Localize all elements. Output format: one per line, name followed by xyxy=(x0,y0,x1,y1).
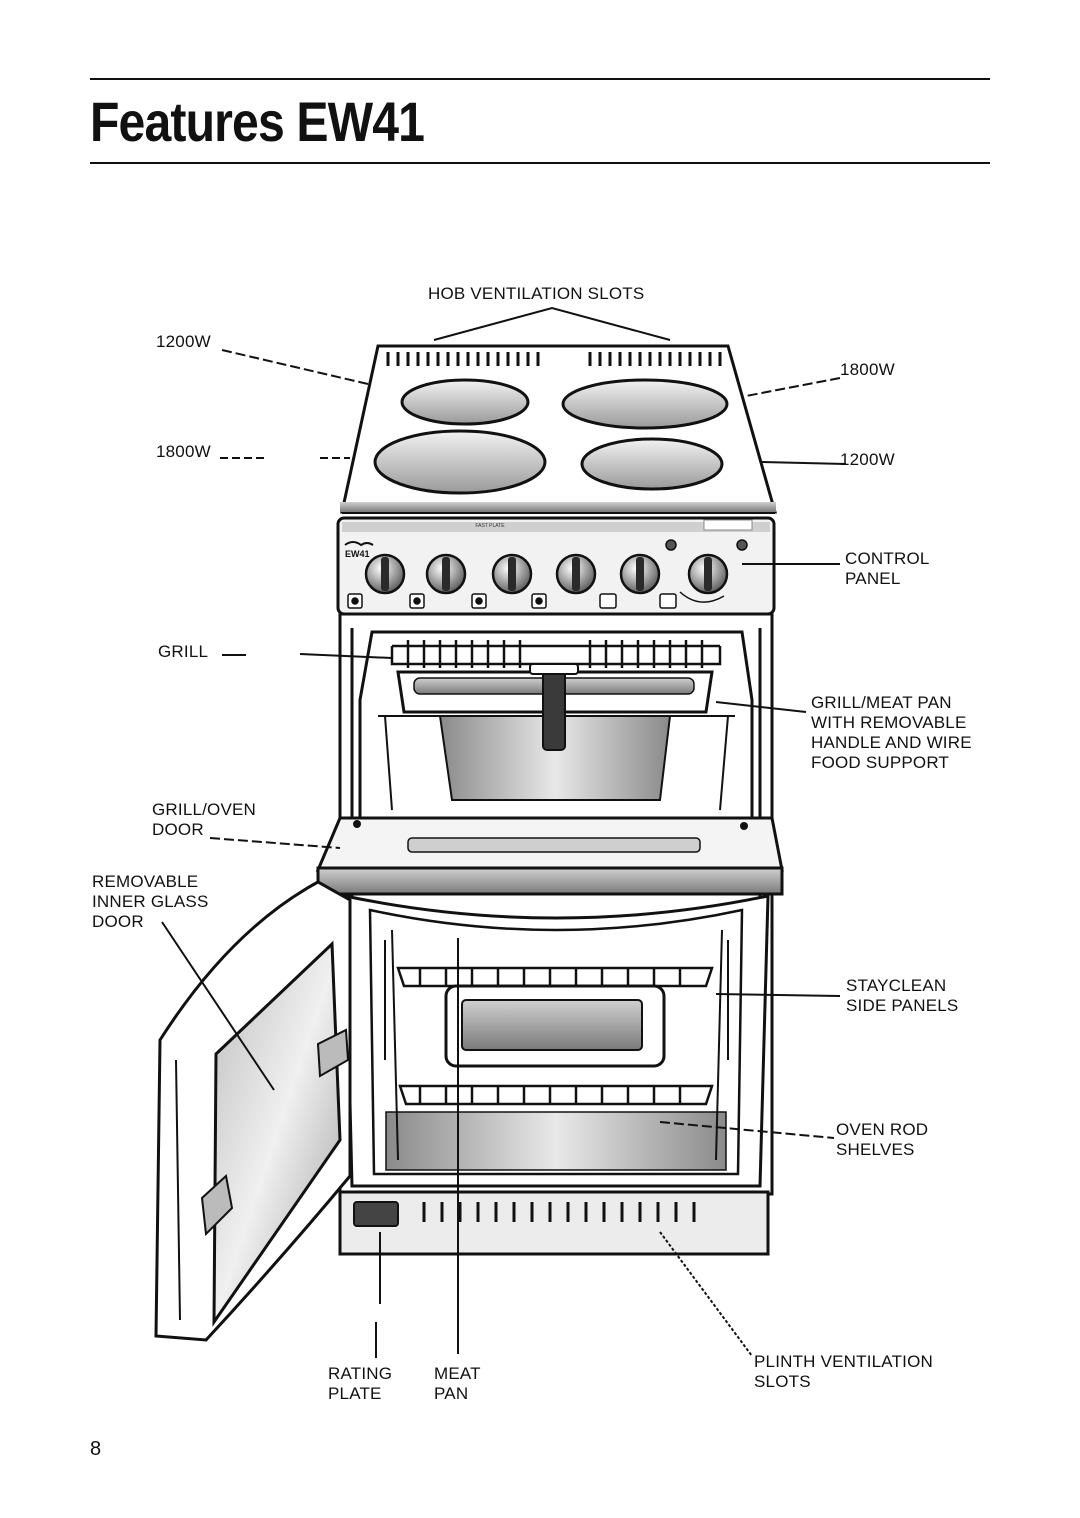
label-control-panel: CONTROL PANEL xyxy=(845,549,930,588)
oven-rod-shelf xyxy=(396,966,714,988)
label-grill: GRILL xyxy=(158,642,209,661)
label-oven-rod-shelves: OVEN ROD SHELVES xyxy=(836,1120,929,1159)
indicator-light xyxy=(736,539,748,551)
label-1200w-rear-left: 1200W xyxy=(156,332,211,351)
door-glass-clip xyxy=(200,1174,234,1237)
control-knob[interactable] xyxy=(491,553,533,595)
label-1800w-rear-right: 1800W xyxy=(840,360,895,379)
meat-pan xyxy=(444,984,666,1068)
hotplate-front-left xyxy=(373,429,547,495)
label-rating-plate: RATING PLATE xyxy=(328,1364,393,1403)
top-rule xyxy=(90,78,990,80)
grill-meat-pan xyxy=(396,663,714,751)
rating-plate xyxy=(353,1201,399,1227)
label-plinth-ventilation-slots: PLINTH VENTILATION SLOTS xyxy=(754,1352,933,1391)
grill-pan-handle[interactable] xyxy=(542,663,566,751)
label-1200w-front-right: 1200W xyxy=(840,450,895,469)
control-knob[interactable] xyxy=(425,553,467,595)
label-grill-oven-door: GRILL/OVEN DOOR xyxy=(152,800,257,839)
page-number: 8 xyxy=(90,1438,102,1460)
title-rule xyxy=(90,162,990,164)
panel-symbol-icons xyxy=(347,593,677,609)
model-badge: EW41 xyxy=(345,549,370,559)
label-1800w-front-left: 1800W xyxy=(156,442,211,461)
label-meat-pan: MEAT PAN xyxy=(434,1364,481,1403)
hotplate-front-right xyxy=(580,437,724,491)
label-stayclean-side-panels: STAYCLEAN SIDE PANELS xyxy=(846,976,959,1015)
page-title: Features EW41 xyxy=(90,90,425,153)
hob-ventilation-slots xyxy=(386,352,722,366)
plinth-ventilation-slots xyxy=(422,1202,696,1222)
control-knob[interactable] xyxy=(619,553,661,595)
hotplate-rear-right xyxy=(561,378,729,430)
control-knob[interactable] xyxy=(555,553,597,595)
grill-oven-door[interactable] xyxy=(315,816,784,896)
hotplate-rear-left xyxy=(400,378,530,426)
oven-door-open[interactable] xyxy=(154,880,352,1342)
label-grill-meat-pan: GRILL/MEAT PAN WITH REMOVABLE HANDLE AND… xyxy=(811,693,972,772)
door-glass-clip xyxy=(316,1028,350,1078)
removable-inner-glass-door[interactable] xyxy=(212,940,342,1327)
label-removable-inner-glass-door: REMOVABLE INNER GLASS DOOR xyxy=(92,872,209,931)
control-knob[interactable] xyxy=(687,553,729,595)
leader-lines xyxy=(161,306,847,1358)
plinth xyxy=(338,1190,770,1256)
label-hob-ventilation-slots: HOB VENTILATION SLOTS xyxy=(428,284,645,303)
control-knob[interactable] xyxy=(364,553,406,595)
oven-rod-shelf xyxy=(398,1084,714,1106)
panel-fast-plate-text: FAST PLATE xyxy=(475,523,505,529)
indicator-light xyxy=(665,539,677,551)
stayclean-side-panels xyxy=(384,929,729,1161)
